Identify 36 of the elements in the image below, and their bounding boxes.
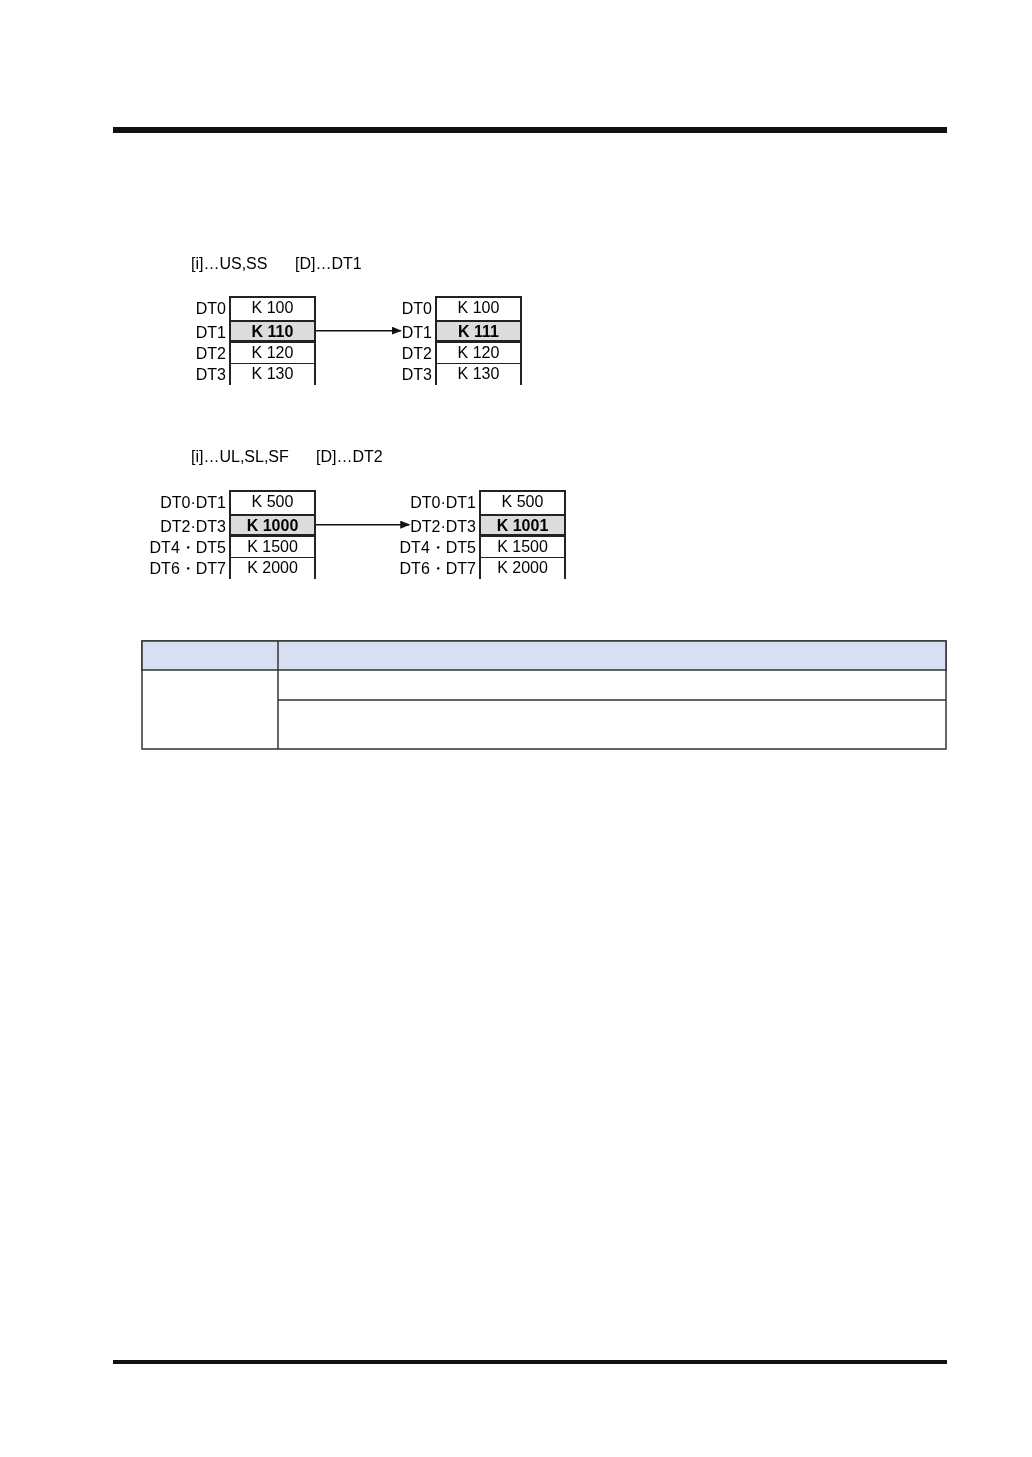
register-label: DT3: [401, 366, 432, 384]
cell-value: K 500: [251, 492, 294, 512]
cell-value: K 100: [457, 298, 500, 318]
cell-value: K 130: [251, 364, 294, 385]
cell-value: K 110: [251, 321, 294, 342]
register-label: DT6・DT7: [399, 560, 476, 578]
register-label: DT3: [195, 366, 226, 384]
cell-value: K 120: [251, 342, 294, 363]
cell-value: K 130: [457, 364, 500, 385]
register-label: DT0·DT1: [410, 494, 476, 511]
cell-value: K 1000: [246, 515, 299, 536]
cell-value: K 1001: [496, 515, 549, 536]
operand-note: [D]…DT2: [316, 448, 383, 466]
register-label: DT4・DT5: [149, 538, 226, 556]
register-label: DT6・DT7: [149, 560, 226, 578]
register-label: DT2: [195, 344, 226, 362]
register-label: DT0: [195, 300, 226, 317]
register-label: DT2: [401, 344, 432, 362]
register-label: DT1: [401, 323, 432, 341]
cell-value: K 2000: [247, 558, 298, 579]
cell-value: K 120: [457, 342, 500, 363]
cell-value: K 100: [251, 298, 294, 318]
register-label: DT1: [195, 323, 226, 341]
register-label: DT0·DT1: [160, 494, 226, 511]
operand-note: [i]…US,SS: [191, 255, 268, 273]
cell-value: K 1500: [247, 536, 298, 557]
cell-value: K 2000: [497, 558, 548, 579]
register-label: DT2·DT3: [410, 517, 476, 535]
cell-value: K 500: [501, 492, 544, 512]
register-label: DT4・DT5: [399, 538, 476, 556]
cell-value: K 1500: [497, 536, 548, 557]
register-label: DT0: [401, 300, 432, 317]
register-label: DT2·DT3: [160, 517, 226, 535]
cell-value: K 111: [458, 321, 499, 342]
operand-note: [D]…DT1: [295, 255, 362, 273]
operand-note: [i]…UL,SL,SF: [191, 448, 289, 466]
